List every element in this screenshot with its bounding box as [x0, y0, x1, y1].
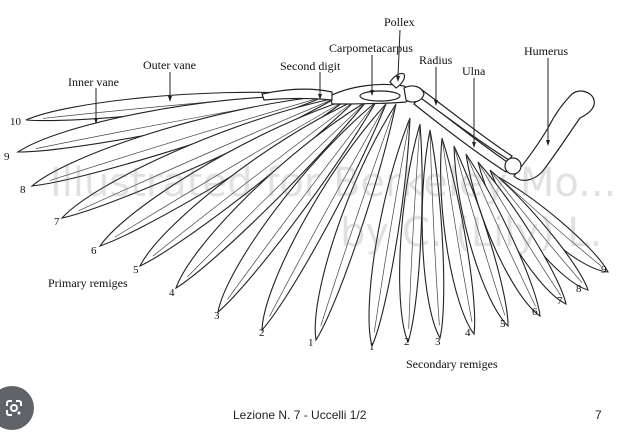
primary-number: 1 [308, 337, 314, 349]
secondary-number: 2 [404, 336, 410, 348]
label-radius: Radius [419, 53, 452, 67]
label-pollex: Pollex [384, 15, 415, 29]
secondary-number: 7 [557, 295, 563, 307]
slide-page-number: 7 [595, 408, 602, 422]
primary-number: 4 [169, 287, 175, 299]
wrist-bone [404, 86, 424, 102]
primary-number: 10 [10, 116, 21, 128]
label-carpometacarpus: Carpometacarpus [329, 41, 413, 55]
google-lens-icon [4, 398, 24, 418]
label-secondary-remiges: Secondary remiges [406, 357, 498, 371]
secondary-number: 9 [601, 264, 607, 276]
primary-number: 5 [133, 264, 139, 276]
slide-caption: Lezione N. 7 - Uccelli 1/2 [233, 408, 366, 422]
label-primary-remiges: Primary remiges [48, 276, 128, 290]
secondary-number: 8 [576, 283, 582, 295]
label-ulna: Ulna [462, 64, 485, 78]
secondary-number: 6 [532, 306, 538, 318]
watermark-line-1: Illustrated for Berkeley Mo... [50, 160, 616, 206]
primary-number: 6 [91, 245, 97, 257]
secondary-number: 4 [465, 327, 471, 339]
label-humerus: Humerus [524, 44, 568, 58]
label-inner-vane: Inner vane [68, 75, 119, 89]
primary-number: 7 [54, 216, 60, 228]
secondary-number: 3 [435, 336, 441, 348]
primary-number: 2 [259, 327, 265, 339]
label-outer-vane: Outer vane [143, 58, 196, 72]
primary-number: 3 [214, 310, 220, 322]
carpometacarpus-hollow [360, 91, 400, 101]
secondary-number: 5 [500, 318, 506, 330]
label-second-digit: Second digit [280, 59, 340, 73]
watermark-line-2: by C. (Lily) L. [340, 210, 602, 256]
primary-number: 8 [20, 184, 26, 196]
secondary-number: 1 [369, 341, 375, 353]
primary-number: 9 [4, 151, 10, 163]
